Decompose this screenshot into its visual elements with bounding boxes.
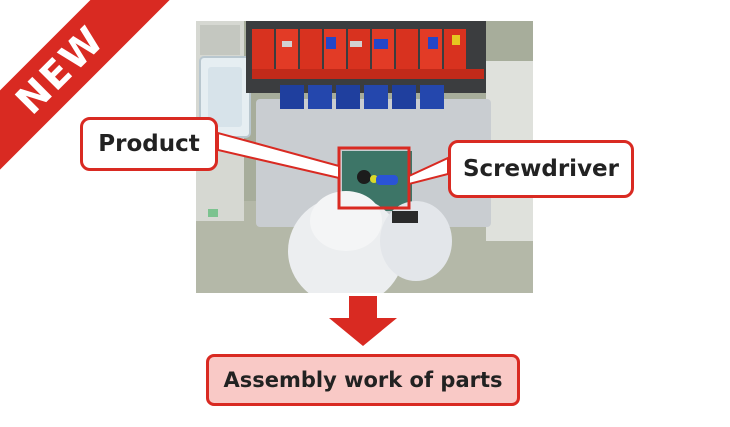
product-callout: Product [80,117,218,171]
product-callout-label: Product [98,131,200,157]
result-label-text: Assembly work of parts [223,368,503,392]
screwdriver-callout: Screwdriver [448,140,634,198]
down-arrow-icon [329,296,397,346]
red-parts-bins [252,29,484,79]
result-label: Assembly work of parts [206,354,520,406]
new-badge-label: NEW [7,17,113,123]
screwdriver-callout-label: Screwdriver [462,156,619,182]
blue-parts-bins [280,85,444,109]
